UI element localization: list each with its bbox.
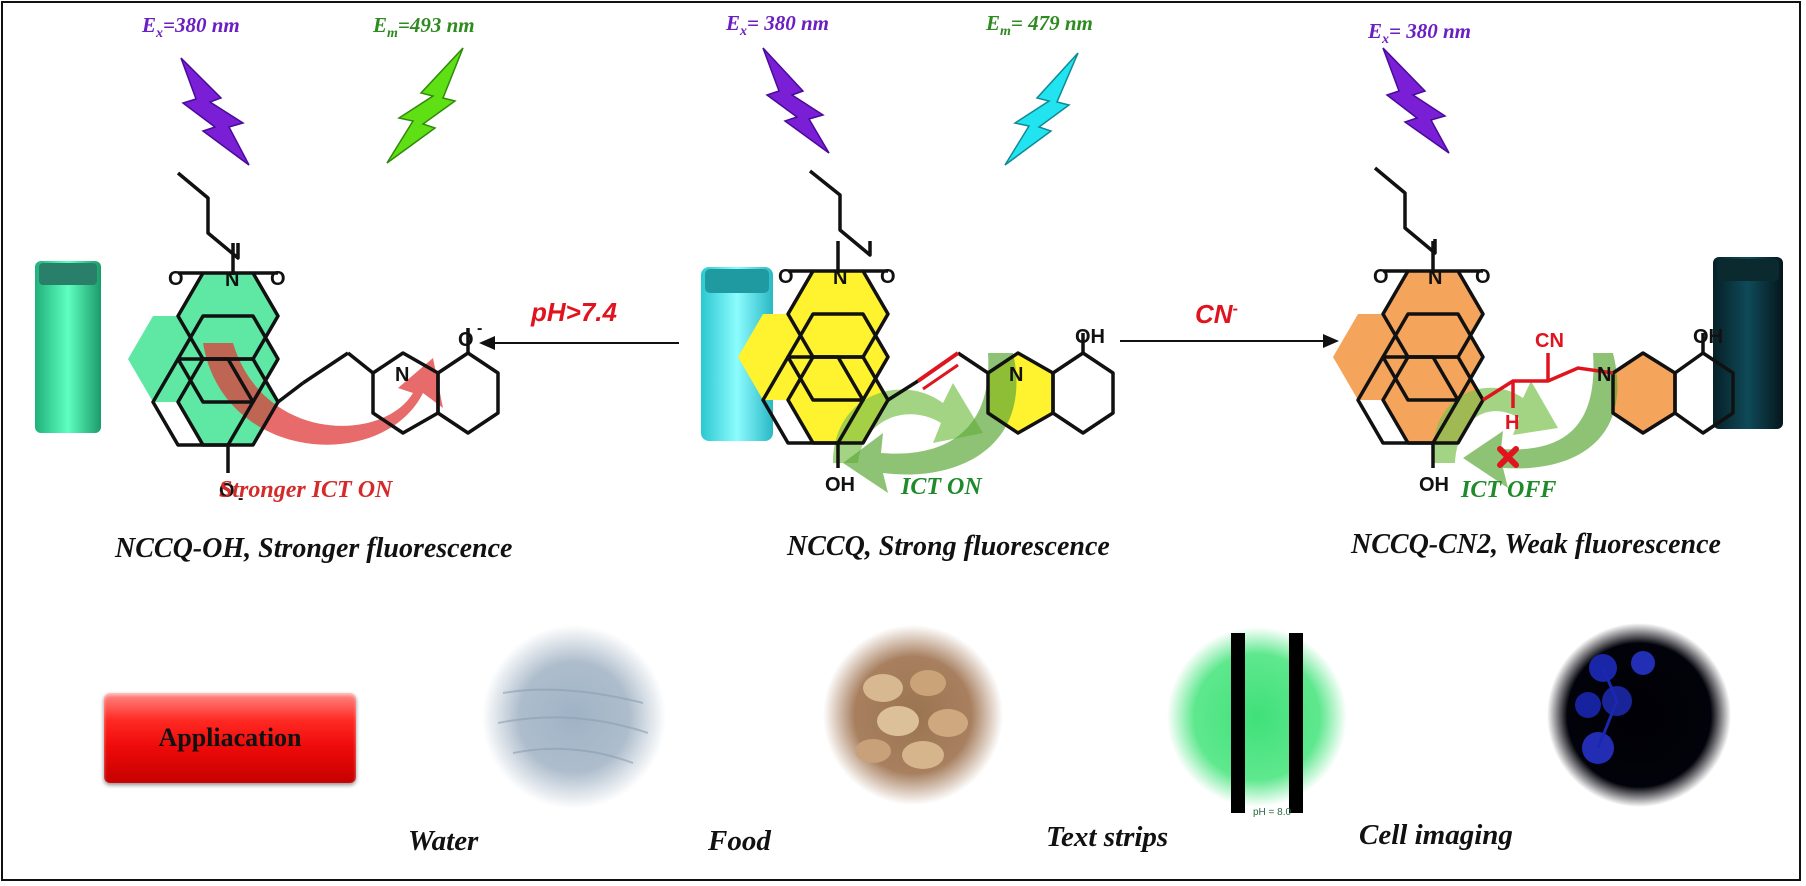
svg-text:N: N xyxy=(1597,364,1611,386)
svg-text:O: O xyxy=(168,268,184,290)
svg-text:N: N xyxy=(225,269,239,291)
water-image xyxy=(482,625,666,809)
molecule-nccq-oh: N O O N O - O - xyxy=(128,171,500,507)
caption-nccq-oh: NCCQ-OH, Stronger fluorescence xyxy=(115,533,513,564)
caption-nccq: NCCQ, Strong fluorescence xyxy=(787,531,1110,562)
diagram-canvas: N O O N O - O - xyxy=(35,47,1783,818)
svg-text:O: O xyxy=(458,329,474,351)
molecule-nccq: N O O N OH OH xyxy=(738,169,1115,496)
svg-text:O: O xyxy=(270,268,286,290)
reaction-arrow-right xyxy=(1120,334,1339,348)
svg-text:N: N xyxy=(1428,267,1442,289)
cyanide-arrow-label: CN- xyxy=(1195,299,1238,329)
vial-dark xyxy=(1713,257,1783,429)
application-label-food: Food xyxy=(708,825,771,857)
svg-text:O: O xyxy=(880,266,896,288)
emission-label-left: Em=493 nm xyxy=(373,13,475,41)
strip-label: pH = 8.0 xyxy=(1253,807,1292,818)
svg-text:O: O xyxy=(219,480,235,502)
excitation-bolt-icon-right xyxy=(1382,47,1450,154)
application-label-test-strips: Text strips xyxy=(1046,821,1169,853)
caption-nccq-cn2: NCCQ-CN2, Weak fluorescence xyxy=(1351,529,1721,560)
molecule-nccq-cn2: N O O N OH OH CN H xyxy=(1333,166,1735,496)
cell-image xyxy=(1547,623,1731,807)
excitation-label-right: Ex= 380 nm xyxy=(1368,19,1471,47)
vial-green xyxy=(35,261,101,433)
emission-label-mid: Em= 479 nm xyxy=(986,11,1093,39)
svg-text:OH: OH xyxy=(825,474,855,496)
svg-text:-: - xyxy=(477,320,482,337)
application-button: Appliacation xyxy=(104,693,356,783)
ict-label-middle: ICT ON xyxy=(901,474,982,500)
emission-bolt-icon-mid xyxy=(1004,52,1079,166)
svg-text:OH: OH xyxy=(1419,474,1449,496)
excitation-bolt-icon-mid xyxy=(762,47,830,154)
emission-bolt-icon-left xyxy=(386,47,464,164)
excitation-bolt-icon-left xyxy=(180,57,250,166)
ph-arrow-label: pH>7.4 xyxy=(531,297,617,327)
svg-text:-: - xyxy=(238,490,243,507)
svg-text:H: H xyxy=(1505,412,1519,434)
svg-text:O: O xyxy=(778,266,794,288)
svg-text:CN: CN xyxy=(1535,330,1564,352)
svg-text:O: O xyxy=(1373,266,1389,288)
excitation-label-mid: Ex= 380 nm xyxy=(726,11,829,39)
cross-icon xyxy=(1497,446,1519,468)
test-strip-image: pH = 8.0 xyxy=(1167,627,1347,818)
ict-label-left: Stronger ICT ON xyxy=(219,477,393,503)
application-label-water: Water xyxy=(408,825,479,857)
svg-text:N: N xyxy=(1009,364,1023,386)
svg-text:O: O xyxy=(1475,266,1491,288)
excitation-label-left: Ex=380 nm xyxy=(142,13,240,41)
svg-text:OH: OH xyxy=(1075,326,1105,348)
application-label-cell-imaging: Cell imaging xyxy=(1359,819,1513,851)
ict-label-right: ICT OFF xyxy=(1461,477,1557,503)
vial-cyan xyxy=(701,267,773,441)
svg-text:N: N xyxy=(833,267,847,289)
svg-text:OH: OH xyxy=(1693,326,1723,348)
reaction-arrow-left xyxy=(479,336,679,350)
food-image xyxy=(823,625,1003,805)
svg-text:N: N xyxy=(395,364,409,386)
